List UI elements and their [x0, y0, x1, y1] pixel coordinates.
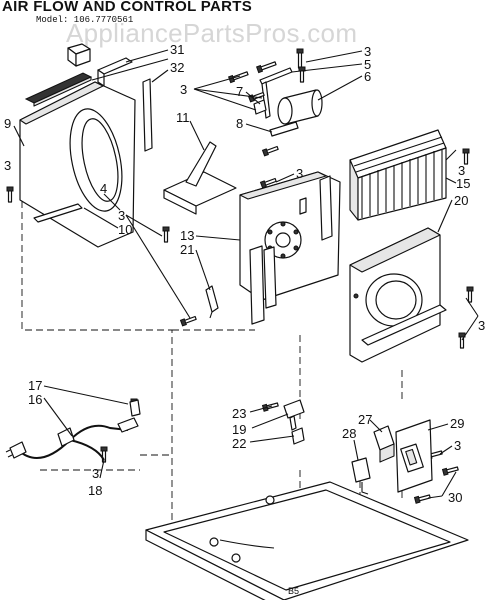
callout-labels: 31 32 3 5 6 3 7 8 9 11 3 3 3 15 20 4 3 1… [4, 42, 485, 596]
callout-18: 18 [88, 483, 102, 498]
callout-19: 19 [232, 422, 246, 437]
figure-code: B5 [288, 586, 299, 596]
part-31-block [67, 43, 91, 67]
callout-7: 7 [236, 84, 243, 99]
callout-8: 8 [236, 116, 243, 131]
part-22-clip [291, 427, 305, 445]
part-13-housing [239, 171, 341, 325]
callout-17: 17 [28, 378, 42, 393]
callout-27: 27 [358, 412, 372, 427]
callout-3: 3 [478, 318, 485, 333]
callout-3: 3 [180, 82, 187, 97]
callout-10: 10 [118, 222, 132, 237]
part-21-clip [205, 285, 219, 319]
callout-3: 3 [296, 166, 303, 181]
part-31-gasket-strip [24, 72, 93, 107]
part-10-strip [33, 203, 83, 223]
callout-15: 15 [456, 176, 470, 191]
part-7-terminal [253, 99, 267, 115]
callout-22: 22 [232, 436, 246, 451]
callout-9: 9 [4, 116, 11, 131]
base-pan [145, 481, 469, 600]
callout-13: 13 [180, 228, 194, 243]
callout-3: 3 [454, 438, 461, 453]
callout-3: 3 [364, 44, 371, 59]
part-28-knob [351, 457, 371, 495]
callout-20: 20 [454, 193, 468, 208]
callout-6: 6 [364, 69, 371, 84]
callout-32: 32 [170, 60, 184, 75]
part-6-capacitor [277, 89, 323, 125]
part-16-power-cord [5, 417, 139, 461]
leader-lines [13, 49, 479, 499]
callout-3: 3 [118, 208, 125, 223]
callout-3: 3 [4, 158, 11, 173]
callout-16: 16 [28, 392, 42, 407]
callout-28: 28 [342, 426, 356, 441]
part-20-front-panel [349, 227, 447, 363]
callout-23: 23 [232, 406, 246, 421]
part-11-bracket [163, 141, 237, 215]
callout-11: 11 [176, 110, 190, 125]
part-29-control-bracket [395, 419, 433, 493]
callout-3: 3 [458, 163, 465, 178]
part-15-filter [349, 129, 447, 221]
part-27-switch [373, 425, 395, 463]
callout-31: 31 [170, 42, 184, 57]
assembly-guide-lines [21, 190, 403, 525]
part-19-bracket [283, 399, 305, 431]
callout-21: 21 [180, 242, 194, 257]
watermark: AppliancePartsPros.com [66, 18, 358, 48]
part-17-clamp [129, 399, 141, 417]
callout-29: 29 [450, 416, 464, 431]
model-number: Model: 106.7770561 [36, 15, 134, 25]
callout-5: 5 [364, 57, 371, 72]
diagram-title: AIR FLOW AND CONTROL PARTS [2, 0, 253, 15]
callout-30: 30 [448, 490, 462, 505]
callout-3: 3 [92, 466, 99, 481]
callout-4: 4 [100, 181, 107, 196]
part-32-rod [142, 78, 153, 152]
part-4-side-panel [19, 57, 136, 248]
part-8-bracket [269, 121, 299, 137]
